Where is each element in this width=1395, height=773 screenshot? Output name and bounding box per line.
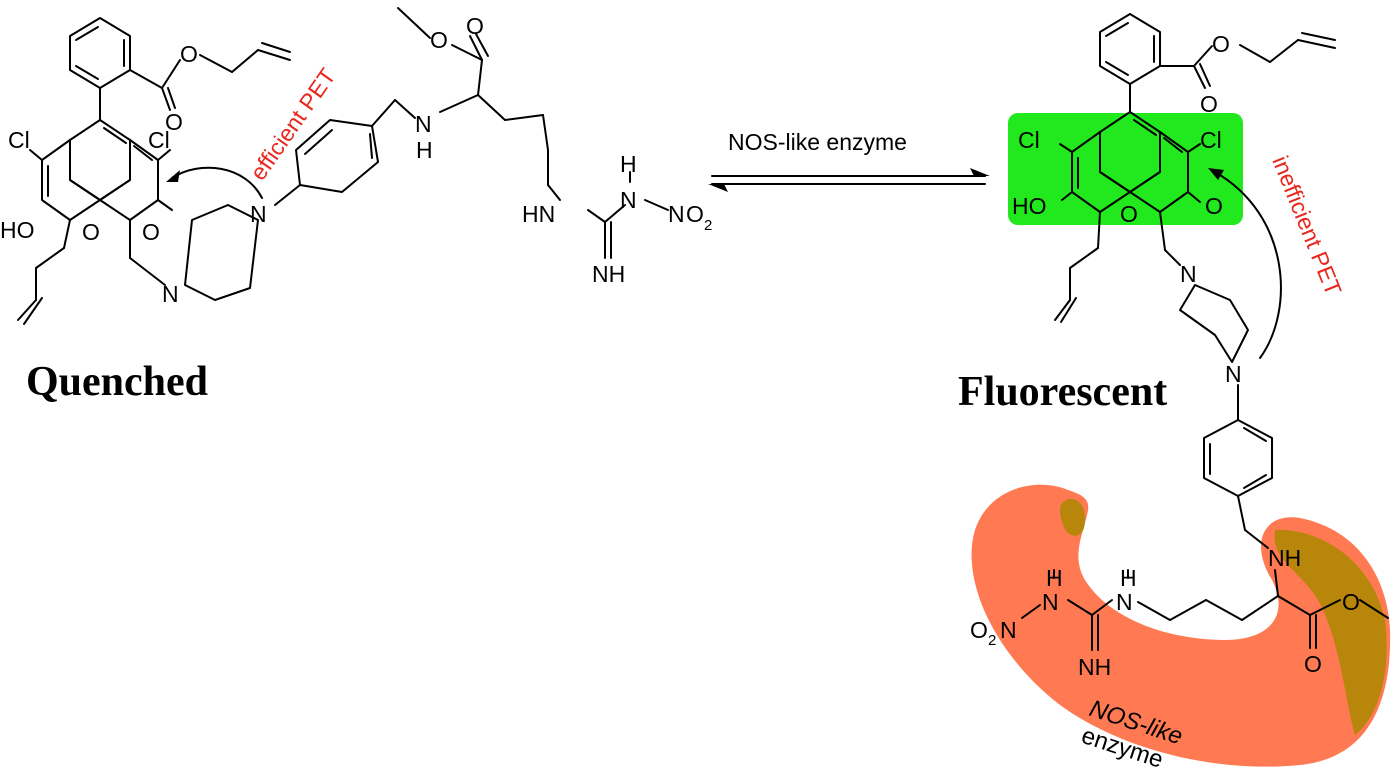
nitro-subscript-right: 2: [988, 632, 996, 649]
enzyme-pocket-right: [1274, 529, 1387, 735]
nitro-nh-h-right: H: [1046, 565, 1063, 591]
hydroxyl-left: HO: [0, 217, 35, 243]
nitro-subscript-left: 2: [704, 217, 712, 234]
quenched-probe-structure: [17, 7, 669, 325]
methyl-ester-oxygen-left-2: O: [466, 13, 484, 39]
efficient-pet-arrowhead: [166, 170, 180, 182]
ester-oxygen-left-2: O: [165, 109, 183, 135]
equilibrium-arrows: [708, 168, 990, 192]
chlorine-right-1: Cl: [1018, 127, 1040, 153]
ester-oxygen-right-2: O: [1200, 91, 1218, 117]
xanthene-oxygen-left: O: [82, 219, 100, 245]
guanidine-hn-left: HN: [522, 201, 555, 227]
nitro-n-left: N: [668, 201, 685, 227]
chlorine-right-2: Cl: [1200, 127, 1222, 153]
nitro-o-right: O: [970, 617, 988, 643]
enzyme-pocket-top: [1059, 499, 1086, 536]
ketone-oxygen-left: O: [142, 219, 160, 245]
imine-nh-left: NH: [592, 261, 625, 287]
piperazine-n-left-1: N: [250, 201, 267, 227]
inefficient-pet-arrowhead: [1208, 168, 1224, 180]
guanidine-h-right: H: [1120, 565, 1137, 591]
ester-oxygen-right-1: O: [1212, 31, 1230, 57]
piperazine-n-right-1: N: [1180, 261, 1197, 287]
equilibrium-label: NOS-like enzyme: [728, 129, 907, 155]
nitro-n-right: N: [1000, 617, 1017, 643]
imine-nh-right: NH: [1078, 654, 1111, 680]
methyl-ester-oxygen-left-1: O: [430, 27, 448, 53]
guanidine-n-right: N: [1116, 589, 1133, 615]
quenched-label: Quenched: [26, 359, 208, 405]
amine-nh-right: NH: [1268, 545, 1301, 571]
methyl-ester-oxygen-right-1: O: [1342, 589, 1360, 615]
piperazine-n-right-2: N: [1225, 361, 1242, 387]
inefficient-pet-label: inefficient PET: [1267, 152, 1347, 299]
piperazine-n-left-2: N: [162, 281, 179, 307]
hydroxyl-right: HO: [1012, 193, 1047, 219]
chlorine-left-1: Cl: [8, 127, 30, 153]
nitro-o-left: O: [686, 201, 704, 227]
chlorine-left-2: Cl: [148, 127, 170, 153]
nitro-nh-n-right: N: [1042, 589, 1059, 615]
guanidine-h-left: H: [620, 151, 637, 177]
methyl-ester-oxygen-right-2: O: [1304, 651, 1322, 677]
efficient-pet-arrow: [171, 166, 263, 199]
guanidine-n-left: N: [620, 187, 637, 213]
amine-h-left: H: [416, 137, 433, 163]
ketone-oxygen-right: O: [1205, 193, 1223, 219]
amine-n-left: N: [415, 111, 432, 137]
inefficient-pet-arrow: [1214, 171, 1282, 359]
fluorescent-label: Fluorescent: [958, 369, 1167, 415]
ester-oxygen-left-1: O: [180, 41, 198, 67]
fluorescent-probe-structure: [1021, 13, 1389, 651]
xanthene-oxygen-right: O: [1120, 201, 1138, 227]
